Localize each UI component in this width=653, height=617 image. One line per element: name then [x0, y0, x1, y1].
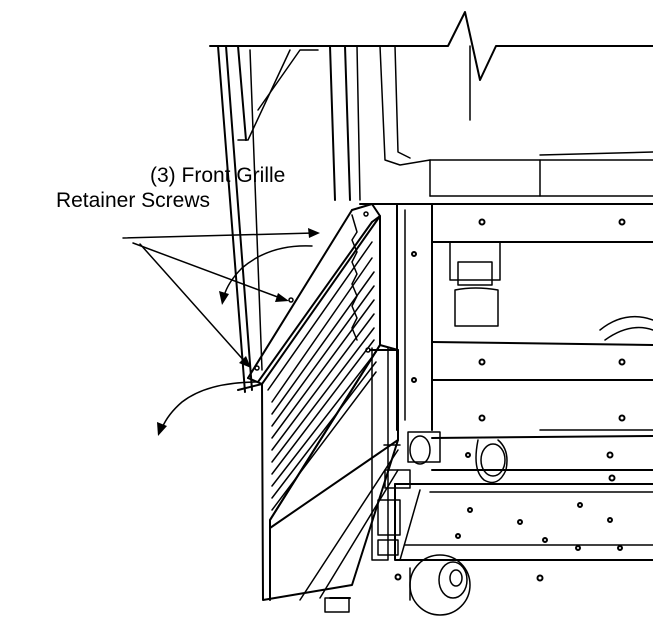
front-grille-door: [237, 203, 399, 613]
drain-cup: [449, 241, 501, 327]
base-plate: [394, 483, 653, 582]
upper-motion-arrowhead: [219, 291, 229, 305]
break-line: [209, 11, 653, 81]
lower-motion-arrowhead: [157, 422, 167, 436]
callout-label-line-1: (3) Front Grille: [150, 164, 286, 187]
callout-leaders: [122, 228, 320, 368]
lower-motion-curve: [161, 381, 259, 429]
upper-shelf: [379, 45, 653, 197]
front-caster: [407, 431, 508, 484]
leader-line-bottom-screw: [139, 243, 248, 365]
rear-caster: [409, 554, 471, 616]
callout-label-line-2: Retainer Screws: [55, 189, 210, 212]
left-side-panel: [217, 45, 361, 393]
upper-motion-curve: [223, 245, 313, 297]
arrowhead-top-screw: [308, 228, 320, 238]
frame-lower-rail: [431, 429, 653, 482]
motion-arrows: [157, 245, 313, 436]
arrowhead-middle-screw: [275, 293, 289, 302]
frame-upper-rail: [359, 203, 653, 431]
leader-line-top-screw: [122, 232, 315, 239]
leader-line-middle-screw: [132, 242, 284, 300]
frame-middle-rail: [411, 315, 653, 422]
grille-louvers: [254, 211, 377, 511]
arrowhead-bottom-screw: [239, 356, 251, 368]
